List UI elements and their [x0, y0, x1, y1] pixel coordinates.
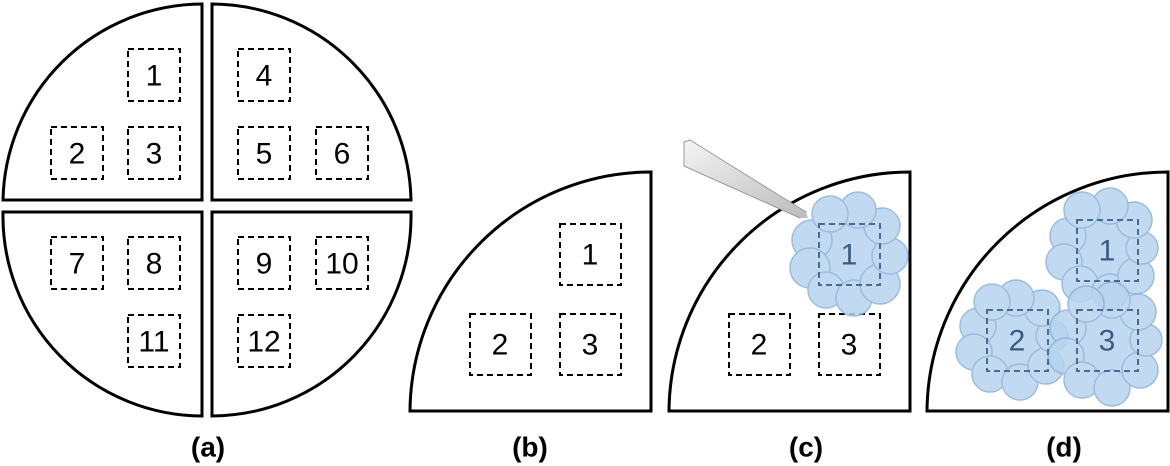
sample-box-5: 5: [237, 126, 291, 180]
liquid-droplet: [1047, 281, 1163, 407]
sample-label: 7: [69, 248, 86, 281]
quadrant-bottom-right: [210, 210, 413, 418]
panel-caption-d: (d): [1046, 432, 1082, 463]
sample-box-1: 1: [818, 223, 881, 286]
sample-box-2: 2: [50, 126, 104, 180]
sample-label: 1: [582, 239, 599, 272]
sample-label: 3: [1099, 325, 1116, 358]
quadrant-top-left: [1, 2, 204, 202]
pipette-tip-icon: [683, 139, 808, 219]
sample-label: 11: [138, 326, 169, 359]
panel-b: 1 2 3 (b): [408, 170, 653, 463]
sample-label: 3: [146, 138, 163, 171]
sample-label: 2: [69, 138, 86, 171]
sample-box-3: 3: [559, 313, 622, 376]
sample-box-9: 9: [237, 236, 291, 290]
panel-c: 2 3 1 (c): [667, 139, 912, 463]
sample-label: 5: [256, 138, 273, 171]
sample-box-1: 1: [127, 48, 181, 102]
sample-label: 1: [146, 60, 163, 93]
sample-label: 3: [582, 329, 599, 362]
sample-label: 3: [841, 329, 858, 362]
sample-label: 6: [334, 138, 351, 171]
sample-box-7: 7: [50, 236, 104, 290]
sample-label: 12: [247, 326, 280, 359]
sample-label: 1: [841, 239, 858, 272]
panel-a: 1 2 3 4 5 6 7 8 9 10 11 12 (a): [1, 2, 413, 463]
sample-box-2: 2: [728, 313, 791, 376]
sample-label: 2: [1009, 325, 1026, 358]
sample-box-4: 4: [237, 48, 291, 102]
sample-label: 2: [492, 329, 509, 362]
sample-label: 4: [256, 60, 273, 93]
quadrant-top-right: [210, 2, 413, 202]
sample-box-3: 3: [127, 126, 181, 180]
sample-box-11: 11: [127, 314, 181, 368]
sample-box-1: 1: [1076, 219, 1139, 282]
panel-caption-c: (c): [789, 432, 823, 463]
panel-d: 1 2 3 (d): [925, 170, 1170, 463]
sample-box-12: 12: [237, 314, 291, 368]
sample-label: 2: [751, 329, 768, 362]
panel-caption-b: (b): [512, 432, 548, 463]
sample-label: 8: [146, 248, 163, 281]
sample-label: 1: [1099, 235, 1116, 268]
quadrant-piece: [408, 170, 653, 413]
quadrant-bottom-left: [1, 210, 204, 418]
sample-box-6: 6: [315, 126, 369, 180]
sample-label: 10: [325, 248, 358, 281]
sample-label: 9: [256, 248, 273, 281]
sample-box-2: 2: [469, 313, 532, 376]
panel-caption-a: (a): [191, 432, 225, 463]
sample-box-10: 10: [315, 236, 369, 290]
sample-box-1: 1: [559, 223, 622, 286]
sample-box-2: 2: [986, 309, 1049, 372]
sample-box-3: 3: [1076, 309, 1139, 372]
sample-box-8: 8: [127, 236, 181, 290]
